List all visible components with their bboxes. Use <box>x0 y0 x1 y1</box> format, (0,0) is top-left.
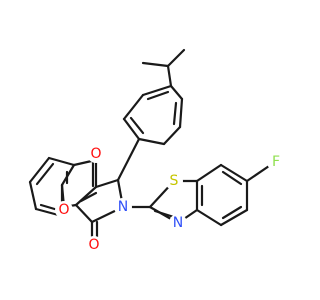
sulfur-label: S <box>170 173 179 189</box>
bond <box>122 93 145 121</box>
bond-double <box>79 191 98 203</box>
bond <box>28 156 51 184</box>
fluorine-label: F <box>272 154 280 170</box>
ketone-group <box>91 158 98 189</box>
bond-double <box>172 101 178 126</box>
bond-double <box>221 205 243 220</box>
bond <box>141 61 170 68</box>
bond <box>166 64 173 88</box>
bond <box>28 180 38 211</box>
bond <box>166 48 186 68</box>
isopropyl-group <box>141 48 186 88</box>
bond-double <box>35 162 55 186</box>
molecule-structure: O O O N N S F <box>28 48 285 254</box>
lactam-carbonyl <box>90 220 99 240</box>
bond <box>219 163 249 183</box>
bond-double <box>129 116 145 135</box>
bond-double <box>221 170 243 186</box>
bond <box>195 163 223 183</box>
atom-label-f: F <box>267 153 285 171</box>
atom-label-n-pyrrole: N <box>114 198 132 216</box>
atom-label-o-lactam: O <box>85 236 103 254</box>
atom-label-o-ketone: O <box>87 145 105 163</box>
oxygen-label: O <box>88 237 99 253</box>
atom-label-n-thiazole: N <box>169 214 187 232</box>
oxygen-label: O <box>90 146 101 162</box>
nitrogen-label: N <box>118 199 128 215</box>
chromone-benzene <box>28 156 76 218</box>
nitrogen-label: N <box>173 215 183 231</box>
phenyl-ring <box>122 84 184 146</box>
bond <box>47 156 76 167</box>
bond <box>116 137 141 182</box>
bond <box>137 137 166 146</box>
bond <box>219 208 249 227</box>
bond <box>195 208 223 227</box>
bond <box>245 162 274 183</box>
oxygen-label: O <box>58 202 69 218</box>
atom-label-s-thiazole: S <box>165 172 183 190</box>
atom-label-o-ring: O <box>55 201 73 219</box>
benzothiazole-benzene <box>195 163 249 227</box>
bond <box>178 97 184 129</box>
molecule-canvas: O O O N N S F <box>28 48 285 254</box>
bond-double <box>146 90 170 101</box>
bond <box>74 203 94 224</box>
bond <box>169 84 184 101</box>
bond <box>122 117 141 141</box>
bond <box>74 185 98 207</box>
bond <box>94 178 120 189</box>
pyrrolone-ring <box>74 178 125 224</box>
bond <box>162 125 182 146</box>
bond <box>141 84 173 97</box>
